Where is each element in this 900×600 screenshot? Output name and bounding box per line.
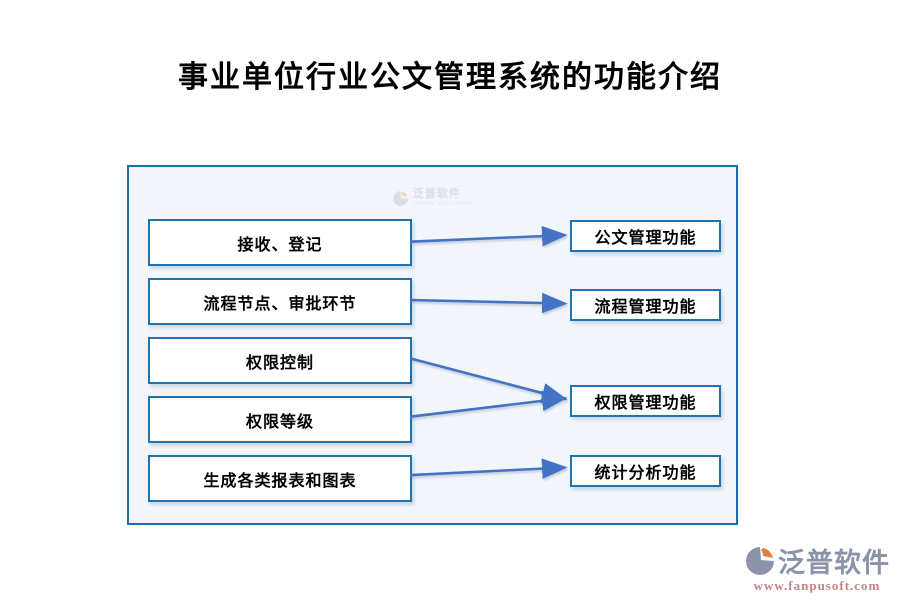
flow-node-right: 统计分析功能 bbox=[570, 455, 721, 487]
watermark-subtext: FANPU SOFTWARE bbox=[412, 201, 474, 207]
footer-brand-text: 泛普软件 bbox=[778, 548, 890, 578]
flow-node-left: 生成各类报表和图表 bbox=[148, 455, 412, 502]
footer-url[interactable]: www.fanpusoft.com bbox=[753, 578, 881, 593]
fanpu-logo-icon bbox=[744, 545, 776, 577]
flow-node-right: 权限管理功能 bbox=[570, 385, 721, 417]
flow-arrow bbox=[410, 390, 568, 418]
flow-node-left: 权限等级 bbox=[148, 396, 412, 443]
flow-node-right: 公文管理功能 bbox=[570, 220, 721, 252]
flow-arrow bbox=[409, 357, 568, 404]
flow-arrow bbox=[410, 225, 568, 247]
flow-node-left: 接收、登记 bbox=[148, 219, 412, 266]
flow-arrow bbox=[410, 458, 568, 479]
page-title: 事业单位行业公文管理系统的功能介绍 bbox=[178, 61, 722, 94]
flow-node-left: 流程节点、审批环节 bbox=[148, 278, 412, 325]
footer-logo: 泛普软件 www.fanpusoft.com bbox=[744, 545, 890, 592]
flow-arrow bbox=[410, 292, 568, 314]
diagram-container: 泛普软件 FANPU SOFTWARE 接收、登记流程节点、审批环节权限控制权限… bbox=[127, 165, 738, 525]
flow-node-left: 权限控制 bbox=[148, 337, 412, 384]
watermark-brand: 泛普软件 bbox=[412, 188, 461, 200]
watermark: 泛普软件 FANPU SOFTWARE bbox=[129, 189, 736, 207]
fanpu-logo-icon bbox=[392, 190, 409, 207]
flow-node-right: 流程管理功能 bbox=[570, 289, 721, 321]
